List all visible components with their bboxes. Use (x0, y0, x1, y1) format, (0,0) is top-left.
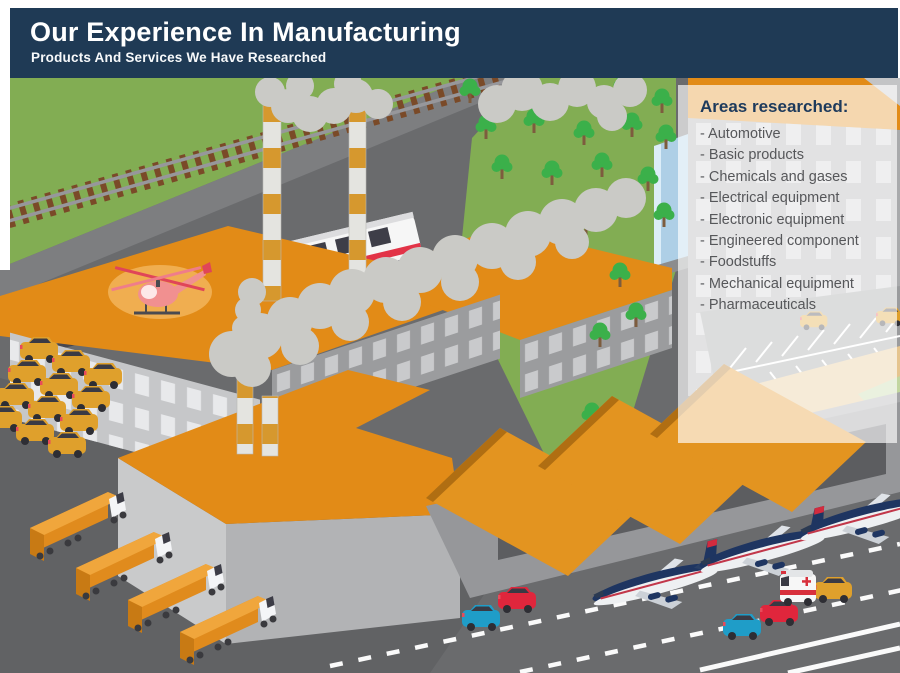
ambulance (780, 570, 816, 606)
research-area-item: - Automotive (700, 126, 781, 142)
smoke (209, 78, 647, 387)
runway-markings (329, 541, 900, 673)
research-area-item: - Pharmaceuticals (700, 297, 817, 314)
research-area-item: - Chemicals and gases (700, 168, 848, 185)
panel-heading: Areas researched: (700, 97, 849, 116)
helicopter (111, 262, 212, 315)
research-area-item: - Basic products (700, 147, 804, 164)
page-subtitle: Products And Services We Have Researched (31, 50, 327, 66)
areas-researched-panel: Areas researched: - Automotive - Basic p… (678, 85, 897, 443)
header: Our Experience In Manufacturing Products… (10, 8, 898, 78)
front-factory (118, 370, 460, 644)
research-area-item: - Electrical equipment (700, 190, 840, 207)
smokestacks-rear (262, 84, 367, 302)
research-area-item: - Mechanical equipment (700, 275, 854, 292)
page-margin (0, 78, 10, 270)
research-area-item: - Foodstuffs (700, 254, 777, 271)
street-cars (462, 570, 852, 640)
page-title: Our Experience In Manufacturing (30, 17, 461, 47)
research-area-item: - Electronic equipment (700, 211, 845, 228)
research-areas-list: - Automotive - Basic products - Chemical… (700, 124, 889, 317)
research-area-item: - Engineered component (700, 233, 859, 250)
